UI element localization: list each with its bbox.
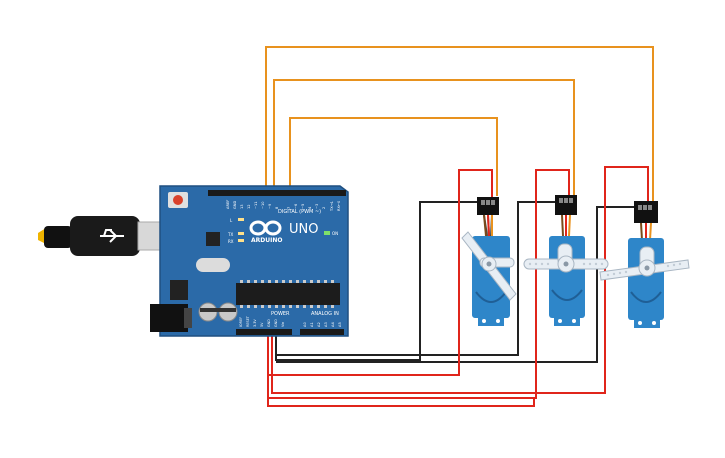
pin-label: A3 bbox=[324, 322, 328, 327]
arduino-board[interactable]: L TX RX ON ARDUINO UNO DIGITAL (PWM ~ bbox=[150, 185, 349, 337]
usb-cable[interactable] bbox=[38, 216, 175, 256]
led-l-label: L bbox=[230, 218, 233, 223]
power-wire-servo-2[interactable] bbox=[267, 169, 570, 399]
analog-header[interactable] bbox=[300, 329, 344, 335]
power-pin-labels: IOREF RESET 3.3V 5V GND GND Vin bbox=[239, 315, 285, 327]
pin-label: A0 bbox=[303, 322, 307, 327]
digital-pin-labels: AREF GND 13 12 ~11 ~10 ~9 8 7 ~6 ~5 4 ~3… bbox=[226, 200, 341, 212]
pin-label: ~9 bbox=[268, 203, 272, 209]
pin-label: RESET bbox=[246, 315, 250, 327]
led-on bbox=[324, 231, 330, 235]
power-wires bbox=[267, 166, 649, 407]
pin-label: TX→1 bbox=[330, 201, 334, 212]
pin-label: 5V bbox=[260, 322, 264, 327]
pin-label: ~3 bbox=[315, 204, 319, 209]
pin-label: 3.3V bbox=[253, 319, 257, 327]
pin-label: 7 bbox=[287, 207, 291, 209]
chip-pins-top bbox=[240, 280, 334, 283]
pin-label: 13 bbox=[240, 204, 244, 209]
pin-label: ~5 bbox=[301, 204, 305, 209]
pin-label: IOREF bbox=[239, 317, 243, 327]
led-tx-label: TX bbox=[227, 232, 233, 237]
analog-pin-labels: A0 A1 A2 A3 A4 A5 bbox=[303, 322, 342, 327]
usb-symbol-icon bbox=[100, 229, 124, 243]
servo-horn-2[interactable] bbox=[523, 243, 609, 273]
voltage-regulator bbox=[170, 280, 188, 300]
signal-wires bbox=[265, 46, 654, 203]
pin-label: ~11 bbox=[254, 201, 258, 209]
servo-horn-1[interactable] bbox=[461, 231, 517, 301]
led-tx bbox=[238, 232, 244, 235]
crystal bbox=[196, 258, 230, 272]
servo-2[interactable] bbox=[523, 195, 609, 326]
pin-label: ~10 bbox=[261, 201, 265, 209]
signal-wire-servo-3[interactable] bbox=[265, 46, 654, 203]
pin-label: ~6 bbox=[294, 203, 298, 209]
led-on-label: ON bbox=[332, 231, 338, 236]
pin-label: GND bbox=[267, 319, 271, 327]
pin-label: RX←0 bbox=[337, 200, 341, 211]
power-wire-bottom bbox=[267, 398, 535, 407]
pin-label: AREF bbox=[226, 200, 230, 209]
signal-wire-servo-1[interactable] bbox=[289, 117, 498, 196]
pin-label: A5 bbox=[338, 322, 342, 327]
led-rx bbox=[238, 239, 244, 242]
power-wire-servo-1[interactable] bbox=[267, 169, 493, 376]
led-rx-label: RX bbox=[228, 239, 234, 244]
usb-chip bbox=[206, 232, 220, 246]
digital-header-label: DIGITAL (PWM ~) bbox=[278, 209, 321, 215]
pin-label: A4 bbox=[331, 322, 335, 327]
servo-horn-3[interactable] bbox=[599, 246, 690, 281]
board-brand: ARDUINO bbox=[251, 237, 282, 244]
pin-label: 12 bbox=[247, 204, 251, 209]
power-header[interactable] bbox=[236, 329, 292, 335]
power-header-label: POWER bbox=[271, 311, 290, 317]
servo-1[interactable] bbox=[461, 197, 517, 326]
digital-header[interactable] bbox=[208, 190, 346, 196]
analog-header-label: ANALOG IN bbox=[311, 311, 339, 317]
pin-label: 8 bbox=[275, 206, 279, 209]
pin-label: GND bbox=[233, 201, 237, 209]
pin-label: A1 bbox=[310, 322, 314, 327]
pin-label: 4 bbox=[308, 206, 312, 209]
servo-3[interactable] bbox=[599, 201, 690, 328]
power-wire-servo-3[interactable] bbox=[271, 166, 649, 394]
pin-label: GND bbox=[274, 319, 278, 327]
arduino-logo-icon bbox=[249, 220, 282, 236]
board-model: UNO bbox=[289, 222, 318, 237]
pin-label: A2 bbox=[317, 322, 321, 327]
microcontroller-chip bbox=[236, 283, 340, 305]
signal-wire-servo-2[interactable] bbox=[273, 79, 575, 196]
pin-label: Vin bbox=[281, 322, 285, 327]
power-jack[interactable] bbox=[150, 304, 188, 332]
pin-label: 2 bbox=[322, 207, 326, 209]
led-l bbox=[238, 218, 244, 221]
chip-pins-bottom bbox=[240, 305, 334, 308]
